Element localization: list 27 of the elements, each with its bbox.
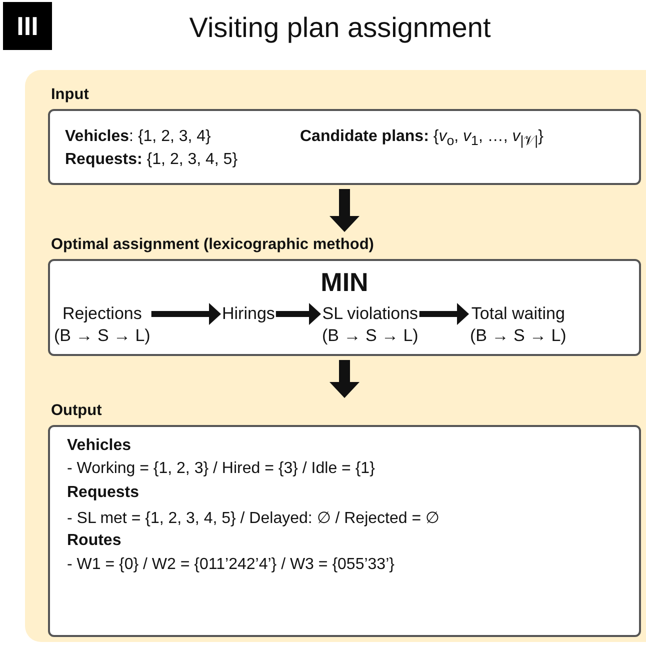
arrow [330, 189, 360, 232]
title: Visiting plan assignment [188, 12, 492, 44]
priority-order: (B → S → L) [470, 325, 566, 348]
input-item: Requests: {1, 2, 3, 4, 5} [65, 151, 238, 169]
result-line: - Working = {1, 2, 3} / Hired = {3} / Idle = {1} [67, 460, 375, 478]
objective-name: SL violations [322, 303, 418, 325]
result-line: - SL met = {1, 2, 3, 4, 5} / Delayed: ∅ / Rejected = ∅ [67, 509, 440, 528]
section-heading: Output [50, 402, 102, 421]
min-heading: MIN [320, 267, 368, 298]
arrow [151, 303, 221, 325]
objective-name: Rejections [61, 303, 143, 325]
arrow [330, 360, 360, 398]
arrow [276, 303, 321, 325]
arrow [419, 303, 469, 325]
section-heading: Input [50, 86, 89, 105]
subheading: Requests [67, 484, 140, 502]
objective-name: Total waiting [470, 303, 566, 325]
input-item: Vehicles: {1, 2, 3, 4} [65, 128, 211, 146]
priority-order: (B → S → L) [322, 325, 418, 348]
subheading: Vehicles [67, 437, 132, 455]
priority-order: (B → S → L) [54, 325, 150, 348]
input-item: Candidate plans: {v$_{o}$, v$_{1}$, …, v$_{|𝒱|}$} [300, 128, 544, 150]
subheading: Routes [67, 532, 122, 550]
section-heading: Optimal assignment (lexicographic method) [50, 236, 374, 255]
objective-name: Hirings [222, 303, 275, 325]
result-line: - W1 = {0} / W2 = {011’242’4’} / W3 = {055’33’} [67, 556, 394, 574]
section-number: III [3, 2, 52, 50]
